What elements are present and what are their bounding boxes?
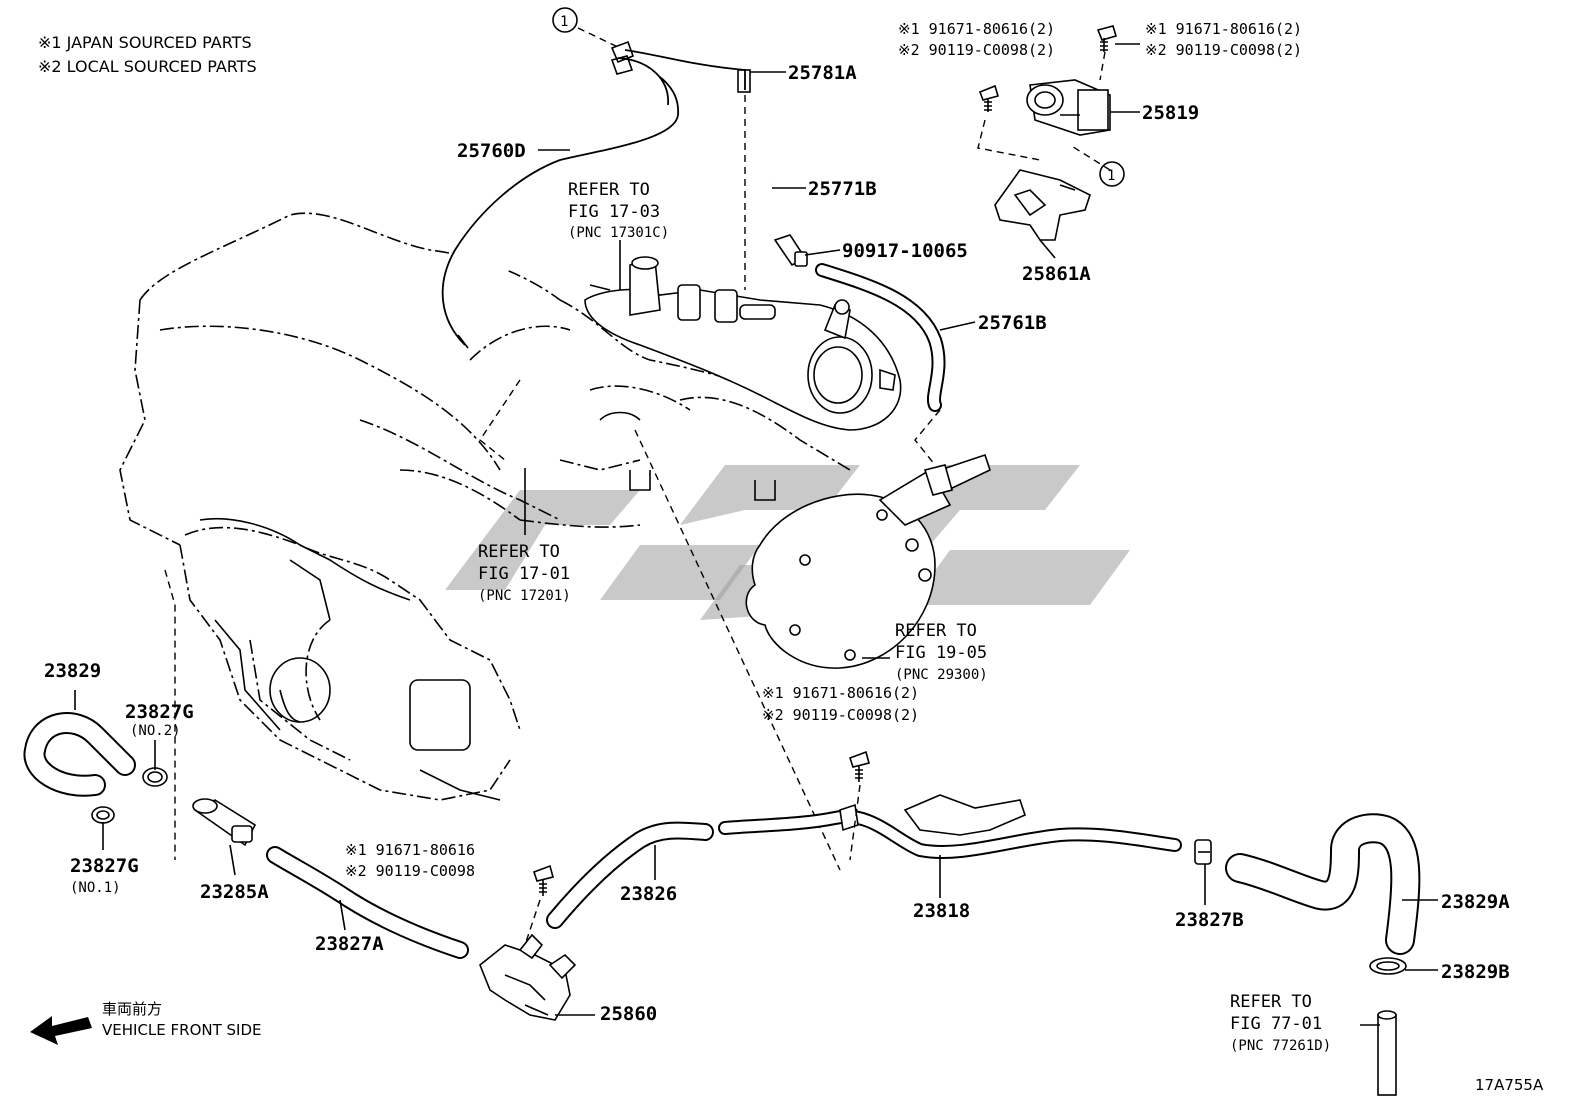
- part-number: 23818: [913, 900, 970, 922]
- clamp-23829b: [1369, 957, 1407, 975]
- refer-heading: REFER TO: [478, 542, 560, 562]
- part-number: 25819: [1142, 102, 1199, 124]
- refer-pnc: (PNC 17201): [478, 588, 571, 604]
- part-number: 90917-10065: [842, 240, 968, 262]
- part-number: 25861A: [1022, 263, 1091, 285]
- refer-figure: FIG 17-03: [568, 202, 660, 222]
- leader-lines: [524, 784, 861, 946]
- part-number: 25760D: [457, 140, 526, 162]
- refer-pnc: (PNC 29300): [895, 667, 988, 683]
- leader-lines: [164, 27, 1111, 871]
- part-number: 23827A: [315, 933, 384, 955]
- refer-figure: FIG 19-05: [895, 643, 987, 663]
- legend-local: ※2 LOCAL SOURCED PARTS: [38, 57, 257, 76]
- part-number: 23829B: [1441, 961, 1510, 983]
- refer-heading: REFER TO: [895, 621, 977, 641]
- svg-text:1: 1: [560, 14, 568, 30]
- bolt-note: ※1 91671-80616: [345, 841, 475, 859]
- pipe-23818: [718, 794, 1182, 859]
- engine-outline: [119, 212, 851, 801]
- bolt-note: ※1 91671-80616(2): [762, 684, 919, 702]
- part-number: 23827G: [70, 855, 139, 877]
- direction-jp: 車両前方: [102, 1000, 162, 1018]
- hose-25771b: [716, 174, 772, 240]
- refer-heading: REFER TO: [1230, 992, 1312, 1012]
- svg-text:1: 1: [1107, 168, 1115, 184]
- direction-en: VEHICLE FRONT SIDE: [102, 1021, 262, 1039]
- callout-marker-top: 1: [552, 7, 578, 33]
- part-number: 25781A: [788, 62, 857, 84]
- front-arrow-icon: [30, 1016, 92, 1045]
- valve-90917-10065: [773, 234, 808, 267]
- part-number: 25761B: [978, 312, 1047, 334]
- bolt-note: ※1 91671-80616(2): [898, 20, 1055, 38]
- sub-label: (NO.1): [70, 880, 121, 896]
- part-number: 23827B: [1175, 909, 1244, 931]
- bolt-note: ※2 90119-C0098(2): [762, 706, 919, 724]
- part-number: 23829: [44, 660, 101, 682]
- bolt-icon: [1096, 25, 1117, 52]
- vsv-25819: [1026, 79, 1111, 136]
- label-leaders: [74, 43, 1438, 1026]
- bolt-note: ※1 91671-80616(2): [1145, 20, 1302, 38]
- clamp-23827b: [1194, 839, 1212, 865]
- part-number: 23285A: [200, 881, 269, 903]
- pipe-stub: [1377, 1010, 1397, 1096]
- part-number: 25771B: [808, 178, 877, 200]
- hose-23827a: [266, 846, 469, 959]
- refer-figure: FIG 77-01: [1230, 1014, 1322, 1034]
- refer-figure: FIG 17-01: [478, 564, 570, 584]
- legend-japan: ※1 JAPAN SOURCED PARTS: [38, 33, 252, 52]
- vsv-25860: [479, 933, 577, 1021]
- hose-25761b: [815, 263, 946, 412]
- part-number: 25860: [600, 1003, 657, 1025]
- intake-manifold: [584, 256, 902, 431]
- part-number: 23827G: [125, 701, 194, 723]
- bolt-icon: [848, 750, 870, 782]
- hose-23829a: [1225, 813, 1421, 955]
- bolt-icon: [978, 84, 1000, 112]
- bolt-note: ※2 90119-C0098(2): [898, 41, 1055, 59]
- hose-25760d: [441, 40, 751, 349]
- vacuum-pump: [745, 453, 991, 669]
- refer-pnc: (PNC 17301C): [568, 225, 669, 241]
- bolt-note: ※2 90119-C0098(2): [1145, 41, 1302, 59]
- refer-pnc: (PNC 77261D): [1230, 1038, 1331, 1054]
- engine-details: [199, 411, 776, 801]
- hose-23829: [23, 712, 136, 797]
- sensor-23285a: [192, 798, 257, 847]
- part-number: 23829A: [1441, 891, 1510, 913]
- clamp-23827g-no1: [91, 806, 115, 824]
- callout-marker-right: 1: [1099, 161, 1125, 187]
- bolt-icon: [532, 864, 554, 896]
- bolt-note: ※2 90119-C0098: [345, 862, 475, 880]
- refer-heading: REFER TO: [568, 180, 650, 200]
- part-number: 23826: [620, 883, 677, 905]
- sub-label: (NO.2): [130, 723, 181, 739]
- figure-id: 17A755A: [1475, 1076, 1544, 1094]
- clamp-23827g-no2: [142, 767, 168, 787]
- bracket-25861a: [994, 169, 1091, 241]
- hose-23826: [546, 821, 714, 929]
